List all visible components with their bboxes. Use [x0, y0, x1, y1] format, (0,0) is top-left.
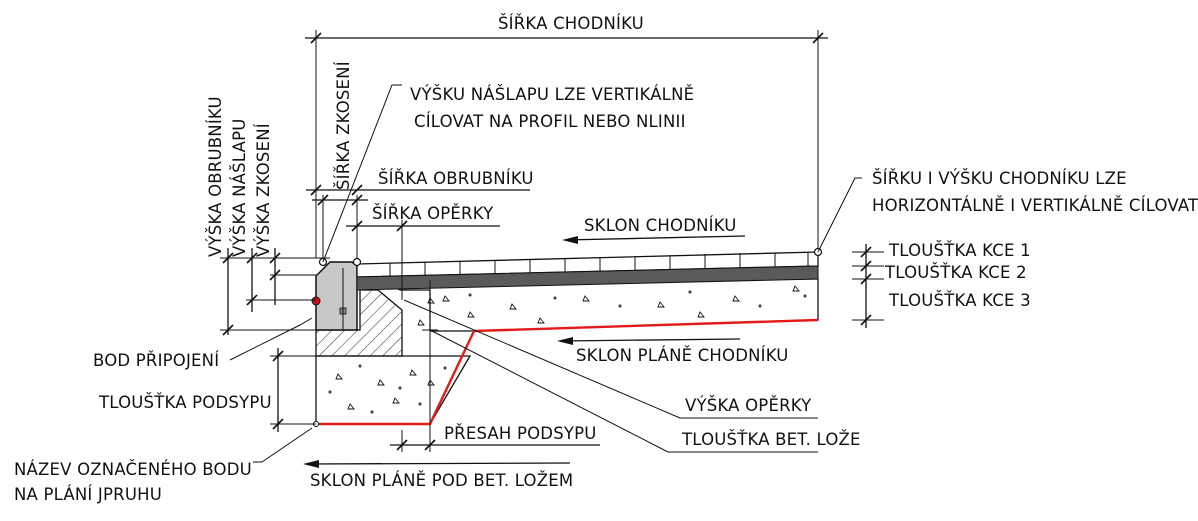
curb-backing-operka: [315, 289, 403, 357]
label-bed-thickness: TLOUŠŤKA BET. LOŽE: [681, 430, 861, 449]
leader-connection-point: [229, 317, 313, 361]
label-tread-height-note-1: VÝŠKU NÁŠLAPU LZE VERTIKÁLNĚ: [410, 85, 694, 104]
leader-tread-height: [322, 84, 402, 263]
concrete-aggregate-marks: [328, 285, 807, 414]
dim-bedding-overlap: [390, 430, 600, 452]
label-sidewalk-width: ŠÍŘKA CHODNÍKU: [498, 14, 644, 33]
label-bedding-thickness: TLOUŠŤKA PODSYPU: [98, 393, 272, 412]
dim-curb-width: [306, 184, 530, 196]
label-bedding-overlap: PŘESAH PODSYPU: [444, 424, 597, 443]
leader-bed-thickness: [429, 329, 818, 453]
leader-sidewalk-targeting: [817, 177, 862, 253]
chamfer-point: [352, 257, 362, 267]
label-subgrade-slope: SKLON PLÁNĚ CHODNÍKU: [576, 346, 789, 365]
label-tread-height: VÝŠKA NÁŠLAPU: [230, 119, 249, 258]
label-layer-2-thickness: TLOUŠŤKA KCE 2: [884, 263, 1027, 282]
label-backing-height: VÝŠKA OPĚRKY: [685, 396, 812, 415]
label-point-name-1: NÁZEV OZNAČENÉHO BODU: [14, 460, 252, 479]
label-point-name-2: NA PLÁNÍ JPRUHU: [14, 485, 162, 504]
label-sidewalk-slope: SKLON CHODNÍKU: [584, 216, 737, 235]
dim-sidewalk-width: [305, 30, 828, 258]
dim-bedding-thickness: [270, 348, 316, 432]
leader-point-name: [253, 427, 313, 463]
dim-layer-thickness: [852, 244, 884, 328]
label-curb-height: VÝŠKA OBRUBNÍKU: [206, 96, 225, 257]
curb-obrubnik: [315, 261, 358, 331]
arrow-subgrade-slope: [557, 337, 741, 345]
label-sidewalk-targeting-1: ŠÍŘKU I VÝŠKU CHODNÍKU LZE: [872, 169, 1127, 188]
arrow-sidewalk-slope: [562, 235, 746, 244]
arrow-bed-subgrade-slope: [303, 460, 571, 468]
label-sidewalk-targeting-2: HORIZONTÁLNĚ I VERTIKÁLNĚ CÍLOVAT: [872, 196, 1198, 215]
label-chamfer-height: VÝŠKA ZKOSENÍ: [254, 123, 273, 257]
label-chamfer-width: ŠÍŘKA ZKOSENÍ: [334, 61, 353, 190]
subgrade-line-sidewalk: [473, 318, 819, 333]
paving-joints: [389, 252, 809, 276]
label-tread-height-note-2: CÍLOVAT NA PROFIL NEBO NLINII: [414, 112, 686, 131]
leader-backing-height: [403, 299, 818, 419]
dim-backing-width: [346, 220, 500, 300]
label-layer-3-thickness: TLOUŠŤKA KCE 3: [888, 291, 1031, 310]
label-backing-width: ŠÍŘKA OPĚRKY: [372, 204, 494, 223]
connection-point: [311, 296, 321, 306]
label-curb-width: ŠÍŘKA OBRUBNÍKU: [378, 169, 534, 188]
dim-left-heights: [220, 248, 330, 336]
label-layer-1-thickness: TLOUŠŤKA KCE 1: [888, 241, 1031, 260]
layer-2-dark: [356, 265, 819, 291]
label-bed-subgrade-slope: SKLON PLÁNĚ POD BET. LOŽEM: [310, 471, 573, 490]
label-connection-point: BOD PŘIPOJENÍ: [93, 351, 219, 370]
